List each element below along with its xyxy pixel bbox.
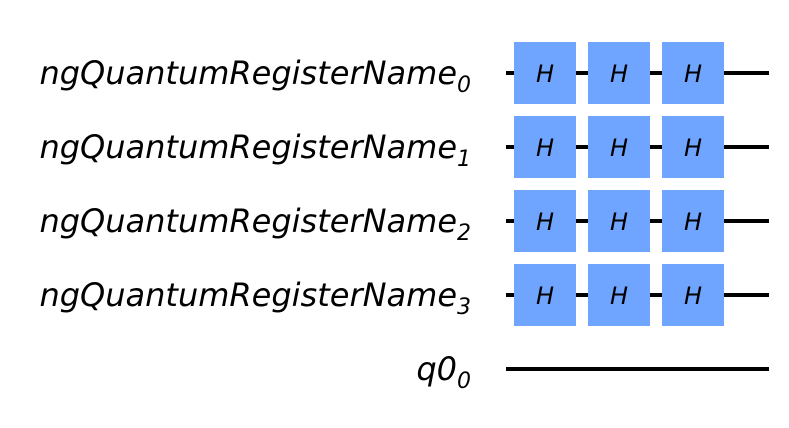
qubit-label-2: ngQuantumRegisterName2 (39, 202, 471, 246)
qubit-label-name: ngQuantumRegisterName (39, 202, 457, 240)
h-gate-box-0-0 (514, 42, 576, 104)
qubit-label-index: 0 (457, 369, 471, 394)
h-gate-box-3-1 (588, 264, 650, 326)
qubit-label-4: q00 (416, 350, 471, 394)
qubit-label-name: ngQuantumRegisterName (39, 276, 457, 314)
h-gate-box-2-2 (662, 190, 724, 252)
qubit-label-name: q0 (416, 350, 457, 388)
qubit-label-index: 1 (457, 147, 471, 172)
h-gate-box-1-0 (514, 116, 576, 178)
h-gate-label: H (684, 208, 702, 236)
h-gate-box-0-2 (662, 42, 724, 104)
h-gate-label: H (536, 60, 554, 88)
qubit-label-name: ngQuantumRegisterName (39, 128, 457, 166)
qubit-label-name: ngQuantumRegisterName (39, 54, 457, 92)
h-gate-label: H (610, 282, 628, 310)
h-gate-label: H (536, 282, 554, 310)
gate-column-group: H H H H H H H H H H H H (514, 42, 724, 326)
h-gate-box-3-0 (514, 264, 576, 326)
qubit-label-index: 3 (457, 295, 471, 320)
qubit-label-index: 0 (457, 73, 471, 98)
h-gate-label: H (610, 134, 628, 162)
h-gate-label: H (536, 208, 554, 236)
h-gate-label: H (684, 60, 702, 88)
h-gate-label: H (536, 134, 554, 162)
h-gate-box-2-0 (514, 190, 576, 252)
h-gate-label: H (610, 60, 628, 88)
h-gate-box-1-2 (662, 116, 724, 178)
qubit-labels: ngQuantumRegisterName0ngQuantumRegisterN… (39, 54, 471, 394)
qubit-label-0: ngQuantumRegisterName0 (39, 54, 471, 98)
qubit-label-3: ngQuantumRegisterName3 (39, 276, 471, 320)
h-gate-box-0-1 (588, 42, 650, 104)
qubit-label-index: 2 (457, 221, 471, 246)
h-gate-box-2-1 (588, 190, 650, 252)
h-gate-box-3-2 (662, 264, 724, 326)
h-gate-box-1-1 (588, 116, 650, 178)
qubit-label-1: ngQuantumRegisterName1 (39, 128, 471, 172)
h-gate-label: H (684, 282, 702, 310)
h-gate-label: H (610, 208, 628, 236)
h-gate-label: H (684, 134, 702, 162)
